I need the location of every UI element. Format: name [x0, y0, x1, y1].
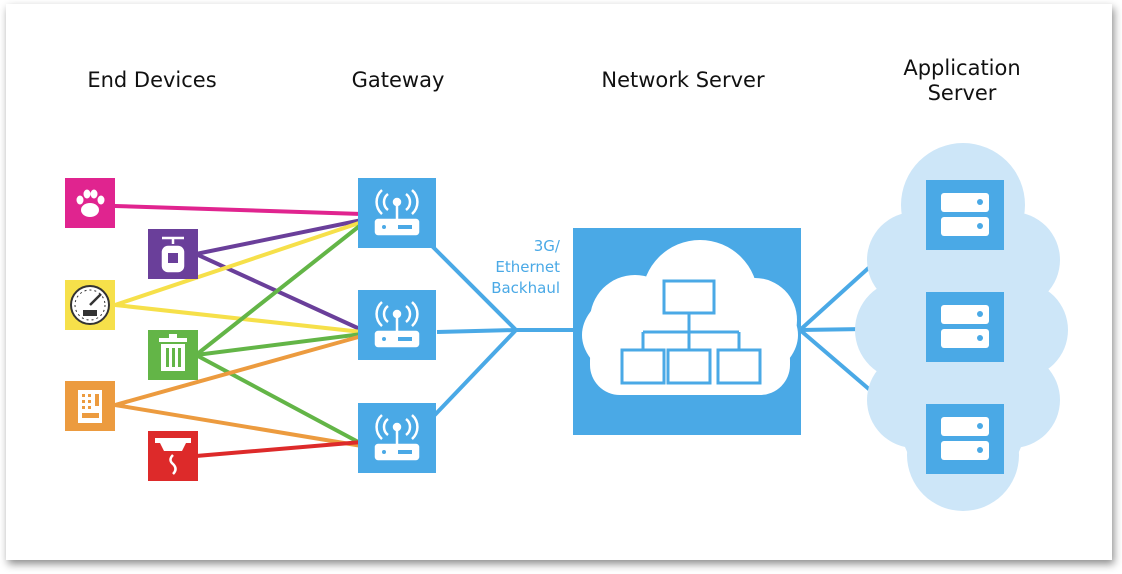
- server-icon: [941, 193, 989, 236]
- end-device-smoke-detector: [148, 431, 198, 481]
- gateway-router-icon: [374, 414, 420, 461]
- smoke-detector-icon: [155, 438, 191, 475]
- gateway-title: Gateway: [351, 68, 445, 92]
- application-server-2: [926, 292, 1004, 362]
- gas-tank-icon: [161, 236, 185, 273]
- link-meter-gw1: [113, 220, 364, 307]
- link-gas-gw1: [194, 218, 364, 256]
- end-device-pet-tracker: [65, 178, 115, 228]
- application-server-3: [926, 404, 1004, 474]
- trash-can-icon: [159, 334, 187, 371]
- network-server-title: Network Server: [601, 68, 765, 92]
- link-meter-gw2: [113, 303, 364, 334]
- link-vending-gw3: [113, 403, 364, 448]
- link-trash-gw2: [194, 332, 364, 357]
- application-server-1: [926, 180, 1004, 250]
- link-vending-gw2: [113, 334, 364, 407]
- link-trash-gw1: [194, 222, 364, 357]
- vending-machine-icon: [78, 390, 102, 423]
- backhaul-links: [428, 242, 575, 422]
- network-hierarchy-icon: [620, 279, 762, 385]
- end-device-gas-sensor: [148, 229, 198, 279]
- link-pet-gw1: [113, 204, 364, 216]
- gateway-router-icon: [374, 301, 420, 348]
- device-links: [113, 204, 364, 458]
- end-devices-title: End Devices: [87, 68, 217, 92]
- server-icon: [941, 417, 989, 460]
- link-trash-gw3: [194, 353, 364, 446]
- server-icon: [941, 305, 989, 348]
- network-server: [573, 228, 801, 435]
- end-device-meter: [65, 280, 115, 330]
- gateway-3: [358, 403, 436, 473]
- gauge-icon: [70, 285, 110, 325]
- backhaul-label: 3G/ Ethernet Backhaul: [491, 237, 560, 297]
- paw-icon: [76, 189, 105, 217]
- link-smoke-gw3: [194, 440, 364, 458]
- end-device-trash-sensor: [148, 330, 198, 380]
- gateway-router-icon: [374, 189, 420, 236]
- end-device-vending-machine: [65, 381, 115, 431]
- gateway-2: [358, 290, 436, 360]
- gateway-1: [358, 178, 436, 248]
- application-server-title: Application Server: [903, 56, 1021, 105]
